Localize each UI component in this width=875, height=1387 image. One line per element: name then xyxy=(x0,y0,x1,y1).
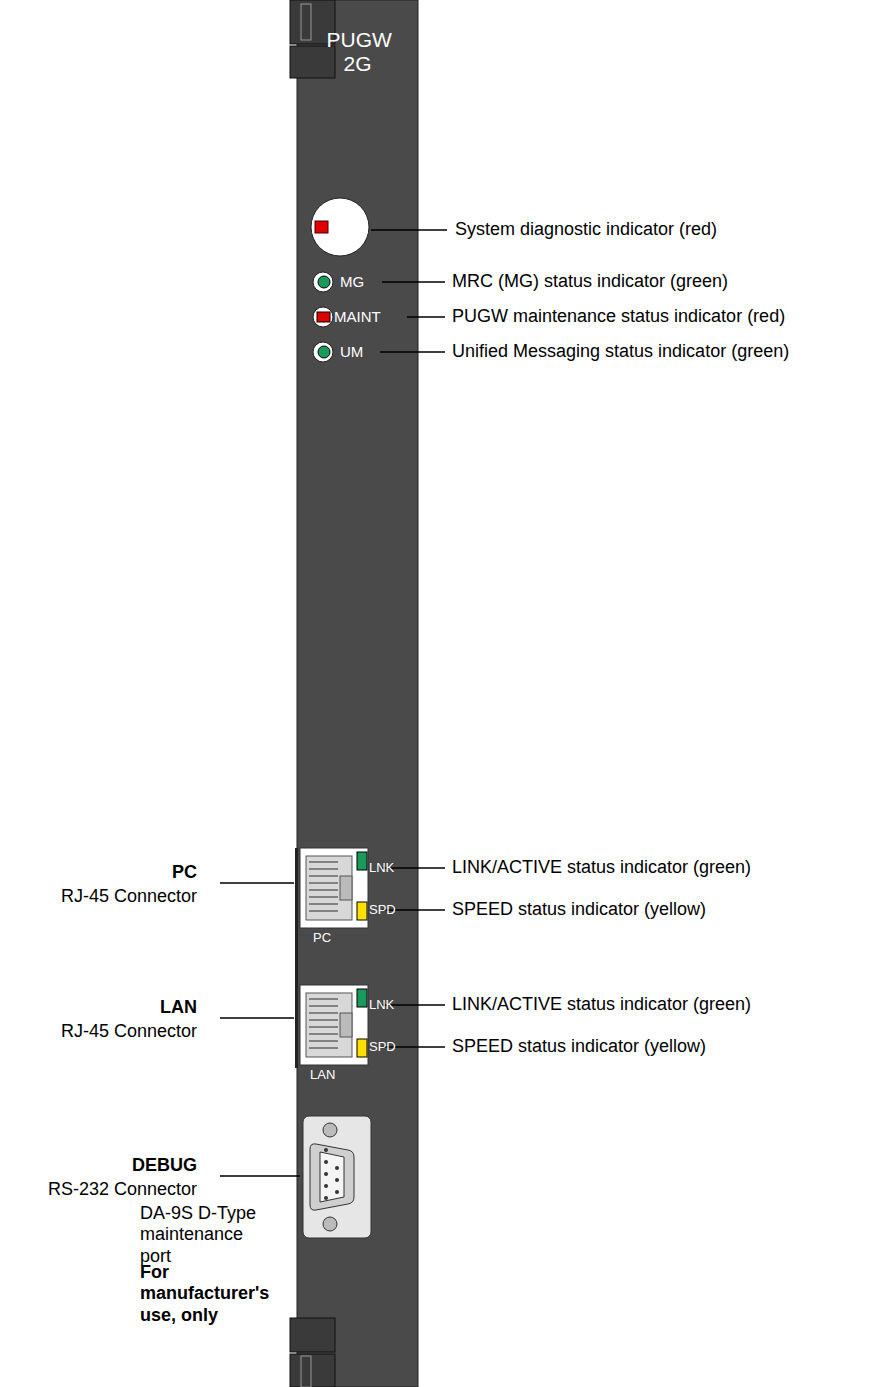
db9-pins xyxy=(324,1148,339,1200)
callout-text: System diagnostic indicator (red) xyxy=(455,219,717,241)
led xyxy=(313,272,333,292)
led xyxy=(313,307,333,327)
led-label: SPD xyxy=(369,902,396,918)
callout-text: LINK/ACTIVE status indicator (green) xyxy=(452,857,751,879)
callout-text: SPEED status indicator (yellow) xyxy=(452,1036,706,1058)
rj45-connector xyxy=(300,985,368,1065)
card-name: PUGW 2G xyxy=(327,28,389,76)
db9-shell xyxy=(310,1144,354,1210)
rj45-connector xyxy=(300,848,368,928)
latch xyxy=(301,4,311,40)
port-label: LAN xyxy=(310,1067,335,1083)
led-label: LNK xyxy=(369,860,394,876)
port-label: PC xyxy=(313,930,331,946)
led xyxy=(318,276,330,288)
callout-text: LINK/ACTIVE status indicator (green) xyxy=(452,994,751,1016)
led xyxy=(317,312,330,322)
diagnostic-led xyxy=(311,198,369,256)
edge-strip xyxy=(295,848,298,1068)
callout-text: PUGW maintenance status indicator (red) xyxy=(452,306,785,328)
latch xyxy=(290,1354,335,1387)
port-type: RJ-45 Connector xyxy=(61,1021,197,1043)
led-label: LNK xyxy=(369,997,394,1013)
port-name: DEBUG xyxy=(132,1155,197,1177)
faceplate xyxy=(297,0,418,1387)
callout-text: SPEED status indicator (yellow) xyxy=(452,899,706,921)
led-label: UM xyxy=(340,343,363,361)
led-label: MAINT xyxy=(334,308,381,326)
led-label: SPD xyxy=(369,1039,396,1055)
latch xyxy=(290,1318,335,1352)
callout-text: MRC (MG) status indicator (green) xyxy=(452,271,728,293)
diagnostic-led xyxy=(315,221,328,233)
port-name: LAN xyxy=(160,997,197,1019)
screw xyxy=(323,1123,337,1137)
led xyxy=(318,346,330,358)
callout-text: Unified Messaging status indicator (gree… xyxy=(452,341,789,363)
led-label: MG xyxy=(340,273,364,291)
db9-connector xyxy=(303,1116,371,1238)
port-type: RS-232 Connector xyxy=(48,1179,197,1201)
db9-shell xyxy=(320,1152,344,1202)
note: For manufacturer's use, only xyxy=(140,1262,280,1327)
port-name: PC xyxy=(172,862,197,884)
latch xyxy=(301,1356,311,1387)
leader-line xyxy=(220,230,447,1176)
faceplate-title: PUGW 2G xyxy=(300,28,415,76)
screw xyxy=(323,1217,337,1231)
led xyxy=(313,342,333,362)
note: DA-9S D-Type maintenance port xyxy=(140,1203,270,1268)
port-type: RJ-45 Connector xyxy=(61,886,197,908)
